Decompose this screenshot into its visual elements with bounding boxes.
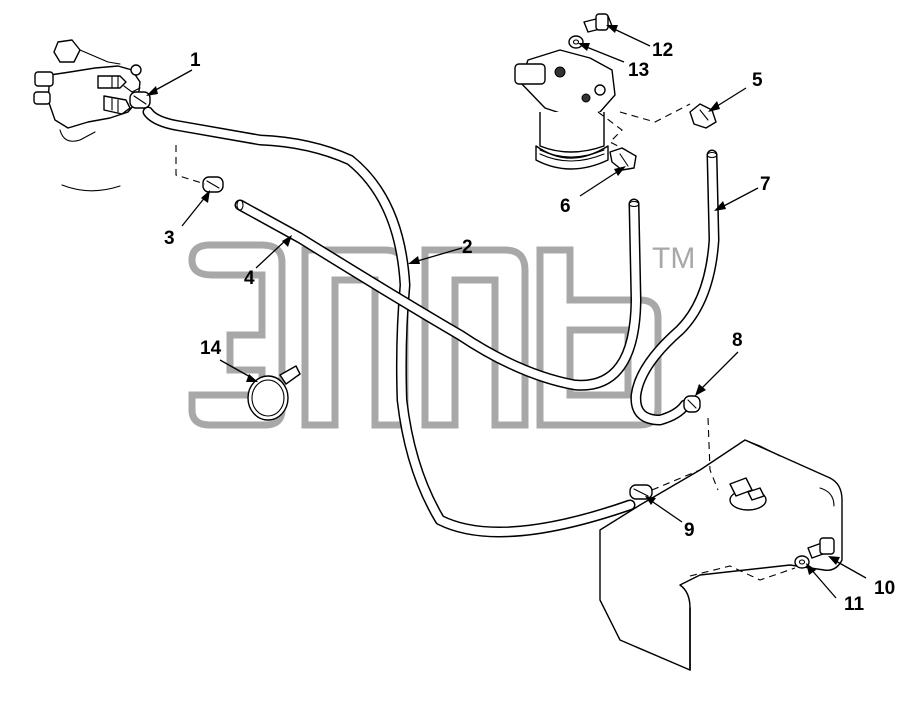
callout-8: 8 [732, 330, 743, 351]
callout-2: 2 [462, 237, 473, 258]
fitting-6 [609, 147, 637, 171]
callout-leaders [146, 25, 867, 599]
washer-13 [568, 35, 584, 49]
fuel-pump-assembly [33, 39, 142, 192]
callout-4: 4 [244, 268, 255, 289]
clamp-1 [129, 91, 151, 109]
clamp-9 [629, 484, 653, 500]
callout-12: 12 [652, 40, 673, 61]
washer-11 [794, 555, 810, 569]
callout-6: 6 [560, 196, 571, 217]
fuel-tank [599, 439, 843, 671]
callout-14: 14 [200, 338, 222, 359]
callout-11: 11 [844, 594, 865, 615]
fuel-hoses [142, 106, 720, 538]
callout-10: 10 [874, 578, 895, 599]
callout-1: 1 [190, 50, 201, 71]
callout-7: 7 [760, 174, 771, 195]
hose-2 [142, 106, 636, 538]
clamp-14 [247, 365, 301, 421]
bolt-12 [583, 13, 613, 33]
callout-labels: 1 2 3 4 5 6 7 8 9 10 11 12 13 14 [164, 40, 895, 615]
trademark-text: TM [652, 242, 695, 275]
clamp-8 [683, 395, 701, 413]
hose-4 [234, 198, 642, 391]
callout-13: 13 [628, 60, 649, 81]
hose-clamps [129, 13, 835, 569]
callout-5: 5 [752, 70, 763, 91]
fuel-filter-assembly [514, 49, 616, 170]
callout-9: 9 [684, 520, 695, 541]
bolt-10 [807, 537, 835, 559]
assembly-guides [175, 103, 796, 581]
clamp-3 [202, 176, 224, 193]
callout-3: 3 [164, 228, 175, 249]
fitting-5 [689, 103, 717, 129]
